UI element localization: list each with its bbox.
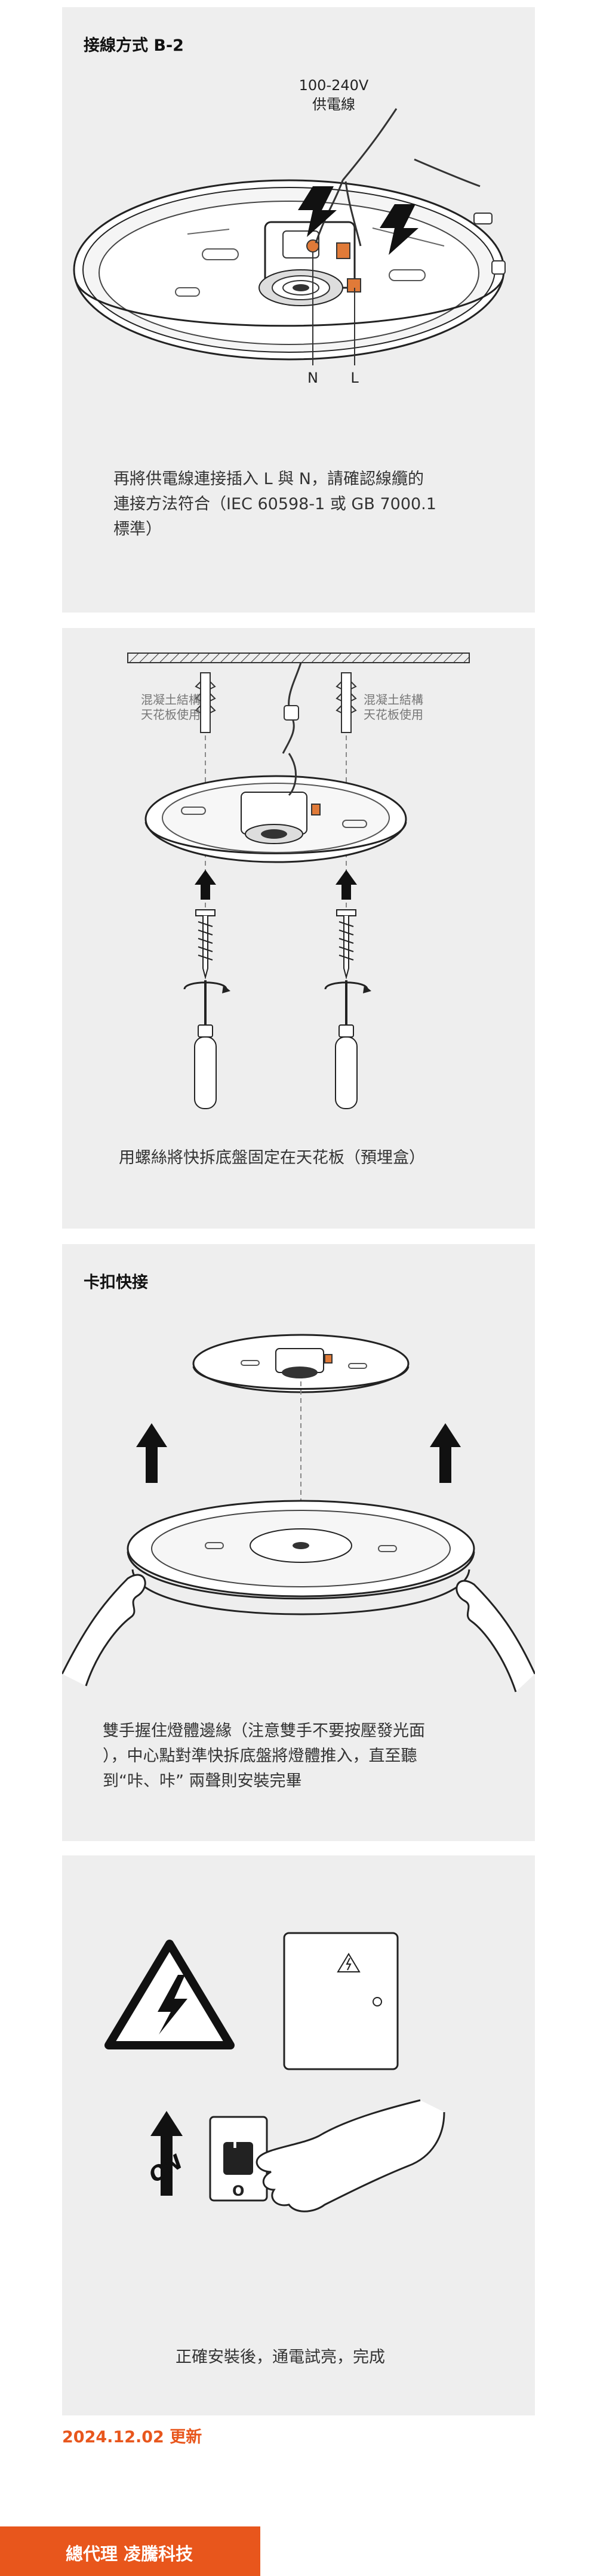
distributor-text: 總代理 凌騰科技 [66,2544,193,2564]
voltage-text: 100-240V [298,77,369,94]
snap-fit-title: 卡扣快接 [84,1273,148,1292]
snap-fit-caption: 雙手握住燈體邊緣（注意雙手不要按壓發光面 ），中心點對準快拆底盤將燈體推入，直至… [103,1719,509,1794]
wiring-caption: 再將供電線連接插入 L 與 N，請確認線纜的 連接方法符合（IEC 60598-… [113,467,496,542]
right-screw [336,909,356,980]
power-on-illustration [104,1932,445,2212]
wiring-illustration [73,108,506,365]
supply-cable-text: 供電線 [312,96,355,113]
left-anchor [195,672,216,733]
right-label-line-2: 天花板使用 [364,707,423,722]
snap-fit-caption-line-2: ），中心點對準快拆底盤將燈體推入，直至聽 [103,1746,417,1765]
concrete-ceiling-label-left: 混凝土結構 天花板使用 [141,693,201,722]
update-date: 2024.12.02 更新 [62,2428,202,2446]
left-screw [195,909,216,980]
distributor-banner: 總代理 凌騰科技 [0,2526,260,2576]
wiring-title: 接線方式 B-2 [84,36,184,55]
high-voltage-warning-icon [104,1940,235,2049]
right-label-line-1: 混凝土結構 [364,693,423,707]
wiring-caption-line-3: 標準） [113,519,162,538]
left-label-line-1: 混凝土結構 [141,693,201,707]
mounting-caption: 用螺絲將快拆底盤固定在天花板（預埋盒） [119,1149,425,1167]
breaker-box-icon [283,1932,399,2070]
right-screwdriver [335,980,358,1109]
wiring-caption-line-1: 再將供電線連接插入 L 與 N，請確認線纜的 [113,470,424,488]
n-terminal-label: N [307,370,318,386]
snap-fit-panel: 卡扣快接 雙手握住燈體邊緣（注意雙手不要按壓發光面 ），中心點對準快拆底盤將燈體… [62,1244,535,1841]
mounting-illustration [127,653,470,1109]
snap-fit-illustration [62,1334,535,1692]
voltage-label: 100-240V 供電線 [289,76,378,115]
snap-fit-caption-line-3: 到“咔、咔” 兩聲則安裝完畢 [103,1771,302,1790]
snap-fit-caption-line-1: 雙手握住燈體邊緣（注意雙手不要按壓發光面 [103,1722,425,1740]
wiring-panel: 接線方式 B-2 100-240V 供電線 [62,7,535,613]
wiring-caption-line-2: 連接方法符合（IEC 60598-1 或 GB 7000.1 [113,494,436,513]
power-on-panel: ON I O 正確安裝後，通電試亮，完成 [62,1855,535,2415]
power-on-caption: 正確安裝後，通電試亮，完成 [176,2348,385,2366]
right-anchor [336,672,357,733]
left-label-line-2: 天花板使用 [141,707,201,722]
concrete-ceiling-label-right: 混凝土結構 天花板使用 [364,693,423,722]
switch-on-mark: I [232,2135,238,2152]
left-screwdriver [194,980,217,1109]
switch-off-mark: O [232,2183,245,2199]
power-switch [209,2116,268,2202]
l-terminal-label: L [350,370,359,386]
mounting-panel: 混凝土結構 天花板使用 混凝土結構 天花板使用 用螺絲將快拆底盤固定在天花板（預… [62,628,535,1229]
